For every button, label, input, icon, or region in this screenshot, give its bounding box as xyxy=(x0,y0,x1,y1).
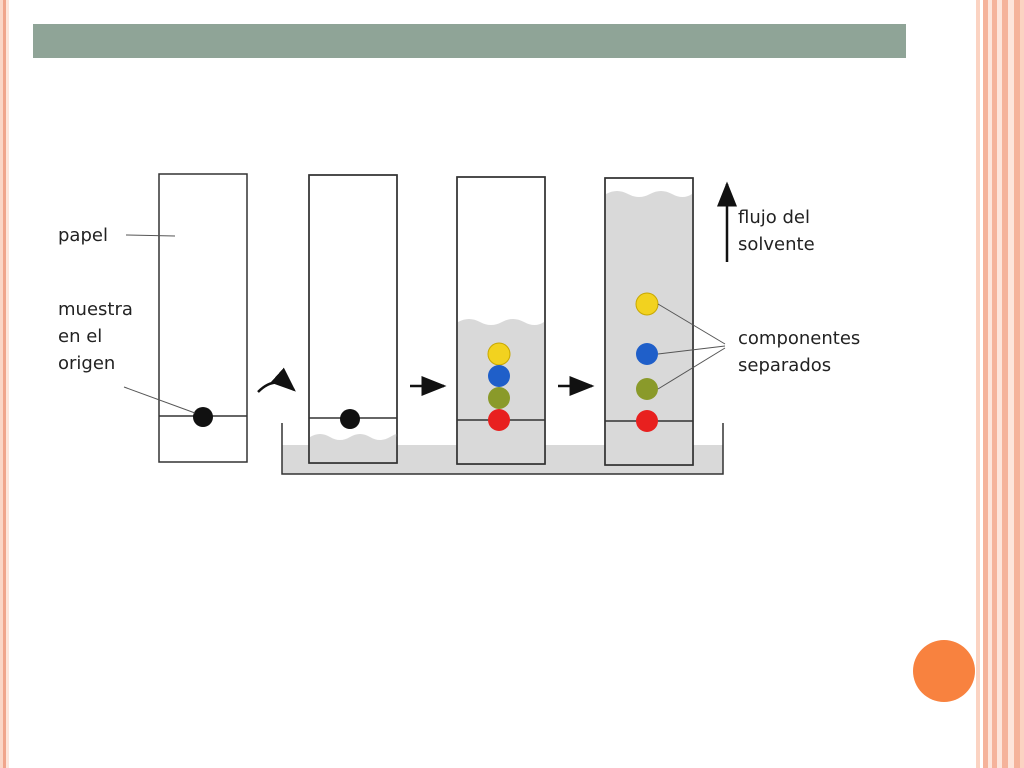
olive-spot xyxy=(636,378,658,400)
label-separados: separados xyxy=(738,355,831,376)
label-solvente: solvente xyxy=(738,234,815,255)
label-muestra: muestra xyxy=(58,299,133,320)
blue-spot xyxy=(488,365,510,387)
componentes-leader-lines xyxy=(657,303,726,390)
paper-strip-3 xyxy=(456,176,546,465)
label-en-el: en el xyxy=(58,326,102,347)
label-flujo: flujo del xyxy=(738,207,810,228)
yellow-spot xyxy=(487,342,511,366)
label-componentes: componentes xyxy=(738,328,860,349)
sample-dot xyxy=(193,407,213,427)
paper-strip-4 xyxy=(604,177,694,466)
olive-spot xyxy=(488,387,510,409)
accent-circle xyxy=(913,640,975,702)
curved-arrow xyxy=(257,367,296,393)
title-bar xyxy=(33,24,906,58)
yellow-spot xyxy=(635,292,659,316)
red-spot xyxy=(488,409,510,431)
label-papel: papel xyxy=(58,225,108,246)
paper-strip-2 xyxy=(308,174,398,464)
left-border-decoration xyxy=(0,0,9,768)
papel-leader-line xyxy=(125,234,176,237)
right-border-decoration xyxy=(976,0,1024,768)
paper-strip-1 xyxy=(158,173,248,463)
sample-dot xyxy=(340,409,360,429)
red-spot xyxy=(636,410,658,432)
label-origen: origen xyxy=(58,353,115,374)
muestra-leader-line xyxy=(123,386,196,414)
blue-spot xyxy=(636,343,658,365)
